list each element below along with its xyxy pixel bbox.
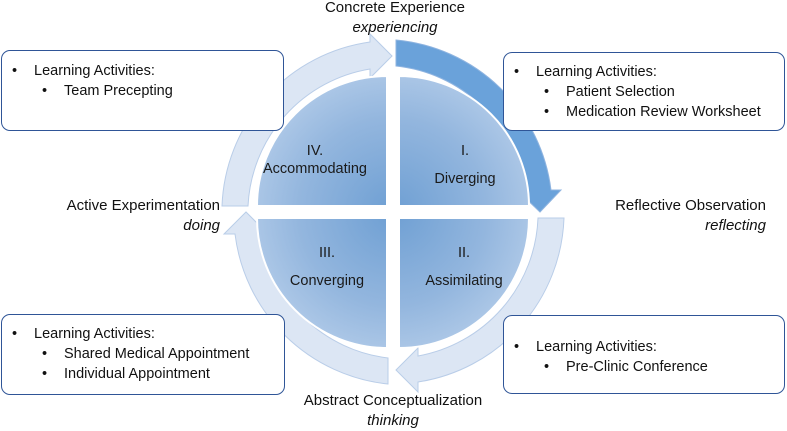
stage-bottom-name: Abstract Conceptualization	[303, 392, 483, 409]
activities-box-bottom-right: Learning Activities: Pre-Clinic Conferen…	[503, 315, 785, 394]
quadrant-ii-label: II. Assimilating	[399, 244, 529, 290]
quadrant-i-name: Diverging	[434, 171, 496, 187]
quadrant-iii-label: III. Converging	[262, 244, 392, 290]
box-item: Pre-Clinic Conference	[514, 357, 776, 377]
box-heading: Learning Activities:	[514, 62, 776, 82]
arrow-bottom-right	[395, 217, 565, 394]
box-item: Individual Appointment	[12, 364, 276, 384]
stage-reflective-observation: Reflective Observation reflecting	[566, 196, 766, 236]
quadrants	[255, 74, 531, 350]
quadrant-i	[398, 74, 531, 207]
activities-box-top-left: Learning Activities: Team Precepting	[1, 50, 284, 131]
box-heading: Learning Activities:	[514, 337, 776, 357]
quadrant-i-numeral: I.	[460, 143, 470, 159]
quadrant-iv-name: Accommodating	[263, 161, 367, 177]
stage-left-name: Active Experimentation	[66, 197, 220, 214]
quadrant-ii	[398, 217, 531, 350]
stage-top-name: Concrete Experience	[324, 0, 466, 16]
quadrant-iv-numeral: IV.	[306, 143, 324, 159]
quadrant-ii-name: Assimilating	[425, 273, 503, 289]
quadrant-i-label: I. Diverging	[400, 142, 530, 188]
stage-active-experimentation: Active Experimentation doing	[40, 196, 220, 236]
stage-concrete-experience: Concrete Experience experiencing	[300, 0, 490, 38]
quadrant-iv	[255, 74, 388, 207]
quadrant-iii-numeral: III.	[318, 245, 336, 261]
quadrant-iv-label: IV. Accommodating	[250, 142, 380, 178]
box-item: Patient Selection	[514, 82, 776, 102]
stage-top-verb: experiencing	[352, 19, 438, 36]
box-heading: Learning Activities:	[12, 61, 275, 81]
box-item: Shared Medical Appointment	[12, 344, 276, 364]
activities-box-bottom-left: Learning Activities: Shared Medical Appo…	[1, 314, 285, 395]
stage-right-name: Reflective Observation	[615, 197, 766, 214]
activities-box-top-right: Learning Activities: Patient Selection M…	[503, 52, 785, 131]
quadrant-iii	[255, 217, 388, 350]
quadrant-iii-name: Converging	[289, 273, 365, 289]
quadrant-ii-numeral: II.	[457, 245, 471, 261]
stage-right-verb: reflecting	[705, 217, 766, 234]
box-heading: Learning Activities:	[12, 324, 276, 344]
stage-left-verb: doing	[183, 217, 220, 234]
stage-abstract-conceptualization: Abstract Conceptualization thinking	[288, 391, 498, 431]
box-item: Team Precepting	[12, 81, 275, 101]
stage-bottom-verb: thinking	[367, 412, 419, 429]
box-item: Medication Review Worksheet	[514, 102, 776, 122]
